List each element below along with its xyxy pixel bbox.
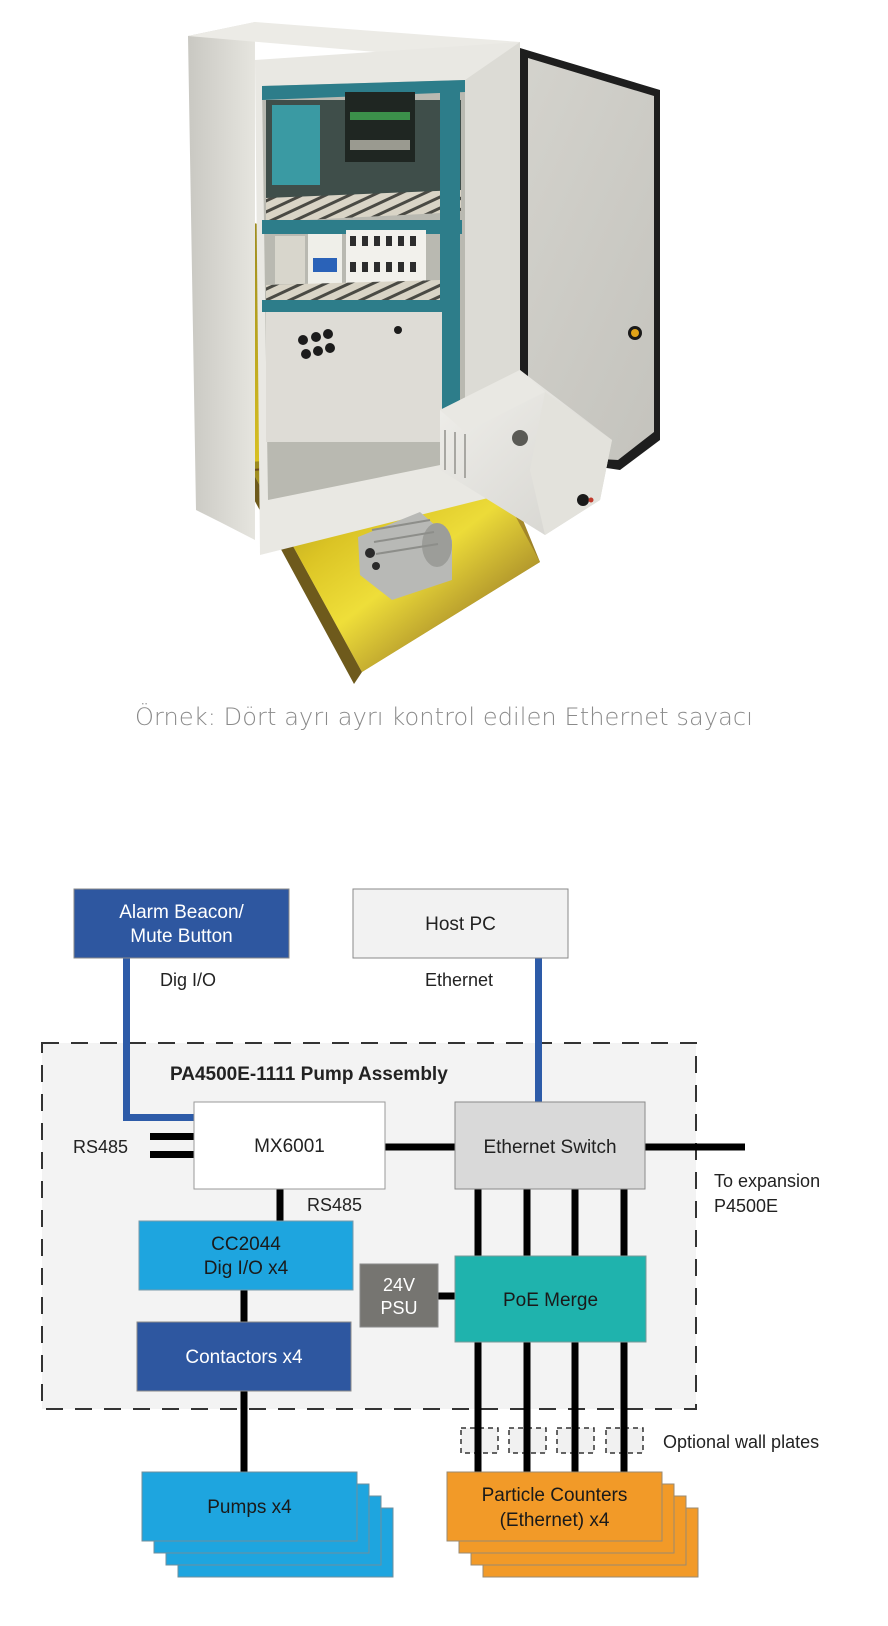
- pumps-label: Pumps x4: [207, 1497, 292, 1518]
- ethernet-switch-box: Ethernet Switch: [454, 1101, 646, 1190]
- psu-box: 24V PSU: [359, 1263, 439, 1328]
- particle-counters-stack: Particle Counters (Ethernet) x4: [446, 1471, 699, 1578]
- pump-card: [141, 1471, 358, 1542]
- assembly-title: PA4500E-1111 Pump Assembly: [170, 1064, 448, 1085]
- mx6001-label: MX6001: [254, 1136, 325, 1157]
- psu-label-line2: PSU: [380, 1298, 417, 1318]
- cc2044-label-line1: CC2044: [211, 1234, 281, 1255]
- poe-merge-label: PoE Merge: [503, 1290, 598, 1311]
- wall-plates-label: Optional wall plates: [663, 1432, 819, 1452]
- contactors-label: Contactors x4: [185, 1347, 303, 1368]
- cc2044-label-line2: Dig I/O x4: [204, 1258, 289, 1279]
- particle-counters-label-line2: (Ethernet) x4: [500, 1510, 610, 1531]
- dig-io-link: [123, 958, 194, 1121]
- cc2044-box: CC2044 Dig I/O x4: [138, 1220, 354, 1291]
- ethernet-switch-label: Ethernet Switch: [483, 1137, 616, 1158]
- photo-caption: Örnek: Dört ayrı ayrı kontrol edilen Eth…: [135, 703, 753, 731]
- alarm-beacon-label-line1: Alarm Beacon/: [119, 902, 244, 923]
- mx6001-box: MX6001: [193, 1101, 386, 1190]
- alarm-beacon-label-line2: Mute Button: [130, 926, 232, 947]
- expansion-label-line1: To expansion: [714, 1171, 820, 1191]
- expansion-label-line2: P4500E: [714, 1196, 778, 1216]
- electric-motor: [358, 512, 452, 600]
- pumps-stack: Pumps x4: [141, 1471, 394, 1578]
- dig-io-label: Dig I/O: [160, 970, 216, 990]
- host-pc-box: Host PC: [352, 888, 569, 959]
- host-pc-label: Host PC: [425, 914, 496, 935]
- poe-merge-box: PoE Merge: [454, 1255, 647, 1343]
- alarm-beacon-box: Alarm Beacon/ Mute Button: [73, 888, 290, 959]
- contactors-box: Contactors x4: [136, 1321, 352, 1392]
- vacuum-pump: [440, 370, 612, 535]
- rs485-down-label: RS485: [307, 1195, 362, 1215]
- psu-label-line1: 24V: [383, 1275, 415, 1295]
- rs485-left-label: RS485: [73, 1137, 128, 1157]
- counter-card: [446, 1471, 663, 1542]
- product-photo: [188, 22, 660, 684]
- particle-counters-label-line1: Particle Counters: [482, 1485, 628, 1506]
- wall-plates: [460, 1427, 644, 1454]
- cabinet-door: [470, 48, 660, 470]
- control-cabinet: [188, 22, 520, 555]
- ethernet-label: Ethernet: [425, 970, 493, 990]
